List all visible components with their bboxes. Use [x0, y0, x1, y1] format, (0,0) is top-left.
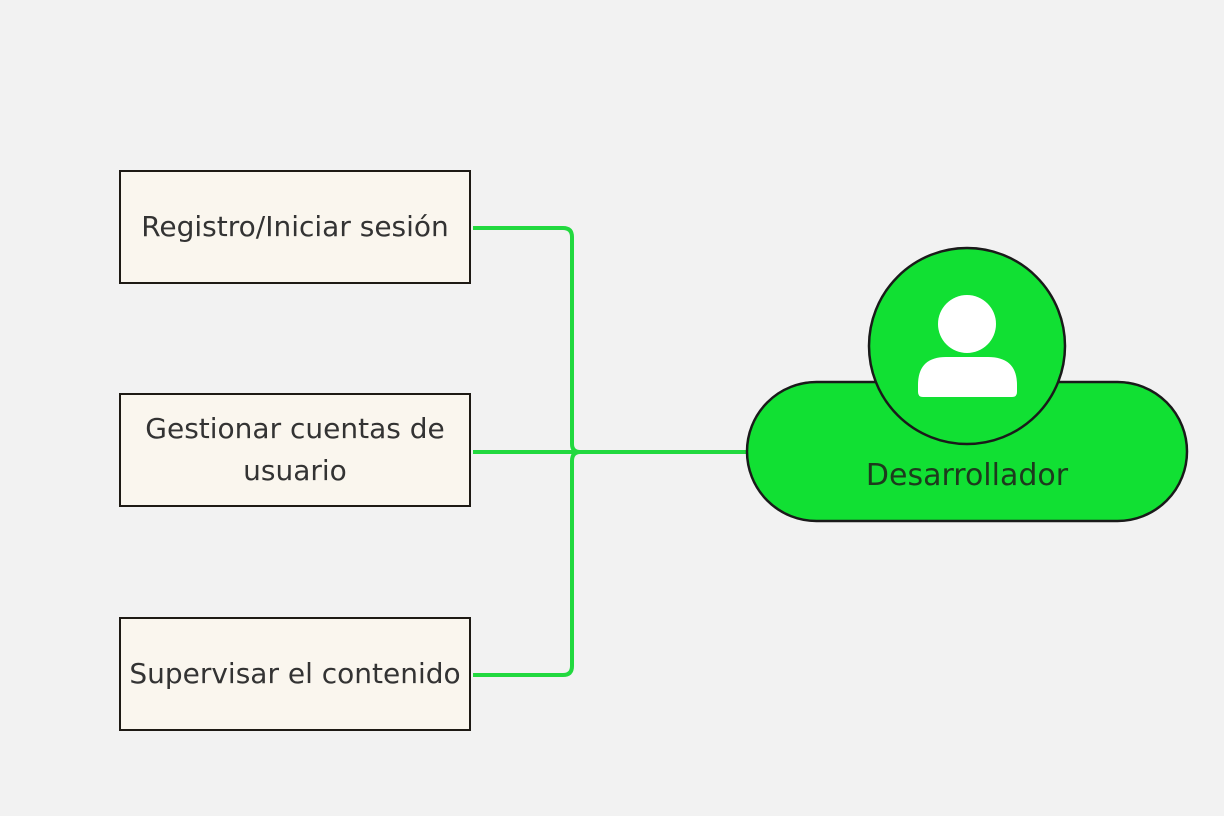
use-case-label: Registro/Iniciar sesión	[141, 210, 449, 243]
use-case-gestionar-cuentas[interactable]: Gestionar cuentas de usuario	[119, 393, 471, 507]
use-case-label: Gestionar cuentas de usuario	[145, 412, 445, 487]
actor-label: Desarrollador	[865, 458, 1069, 493]
use-case-registro[interactable]: Registro/Iniciar sesión	[119, 170, 471, 284]
user-icon	[918, 295, 1017, 397]
connector-supervisar	[473, 450, 581, 677]
use-case-supervisar[interactable]: Supervisar el contenido	[119, 617, 471, 731]
connector-registro	[473, 226, 748, 454]
use-case-label: Supervisar el contenido	[129, 657, 461, 690]
